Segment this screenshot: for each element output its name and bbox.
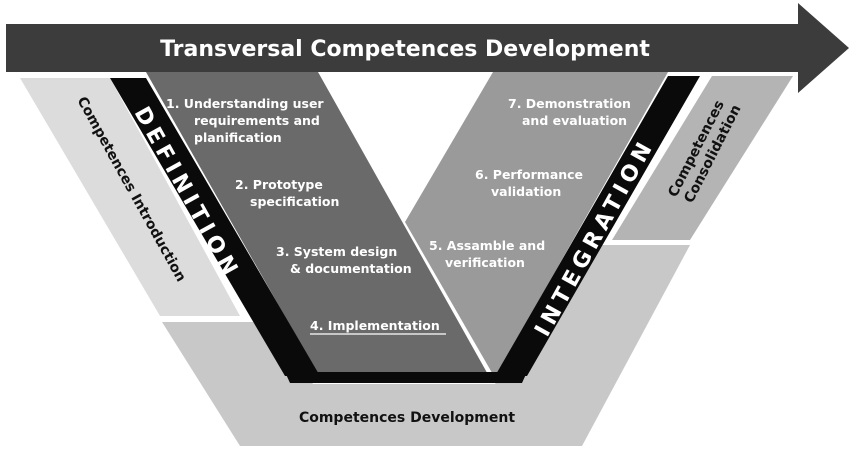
step-5: 5. Assamble and verification — [429, 238, 545, 270]
step-3-line1: 3. System design — [276, 244, 397, 259]
step-1-line1: 1. Understanding user — [166, 96, 324, 111]
introduction-band — [20, 78, 240, 316]
definition-bar — [110, 78, 320, 376]
step-5-line2: verification — [445, 255, 525, 270]
step-1-line2: requirements and — [194, 113, 320, 128]
step-7-line2: and evaluation — [522, 113, 627, 128]
integration-arm — [405, 72, 668, 378]
step-3: 3. System design & documentation — [276, 244, 412, 276]
v-bottom-bar — [285, 372, 527, 383]
step-1-line3: planification — [194, 130, 282, 145]
development-label: Competences Development — [299, 410, 515, 426]
step-6: 6. Performance validation — [475, 167, 583, 199]
step-6-line1: 6. Performance — [475, 167, 583, 182]
definition-arm — [146, 72, 490, 378]
step-3-line2: & documentation — [290, 261, 412, 276]
step-7-line1: 7. Demonstration — [508, 96, 631, 111]
arrow-title: Transversal Competences Development — [160, 37, 650, 62]
step-4: 4. Implementation — [310, 318, 446, 335]
transversal-arrow — [6, 3, 849, 93]
step-2-line2: specification — [250, 194, 339, 209]
integration-bar — [495, 76, 700, 376]
step-6-line2: validation — [491, 184, 561, 199]
step-2: 2. Prototype specification — [235, 177, 339, 209]
step-4-line1: 4. Implementation — [310, 318, 440, 333]
step-7: 7. Demonstration and evaluation — [508, 96, 631, 128]
consolidation-band — [612, 76, 793, 240]
step-5-line1: 5. Assamble and — [429, 238, 545, 253]
step-1: 1. Understanding user requirements and p… — [166, 96, 324, 145]
step-2-line1: 2. Prototype — [235, 177, 323, 192]
